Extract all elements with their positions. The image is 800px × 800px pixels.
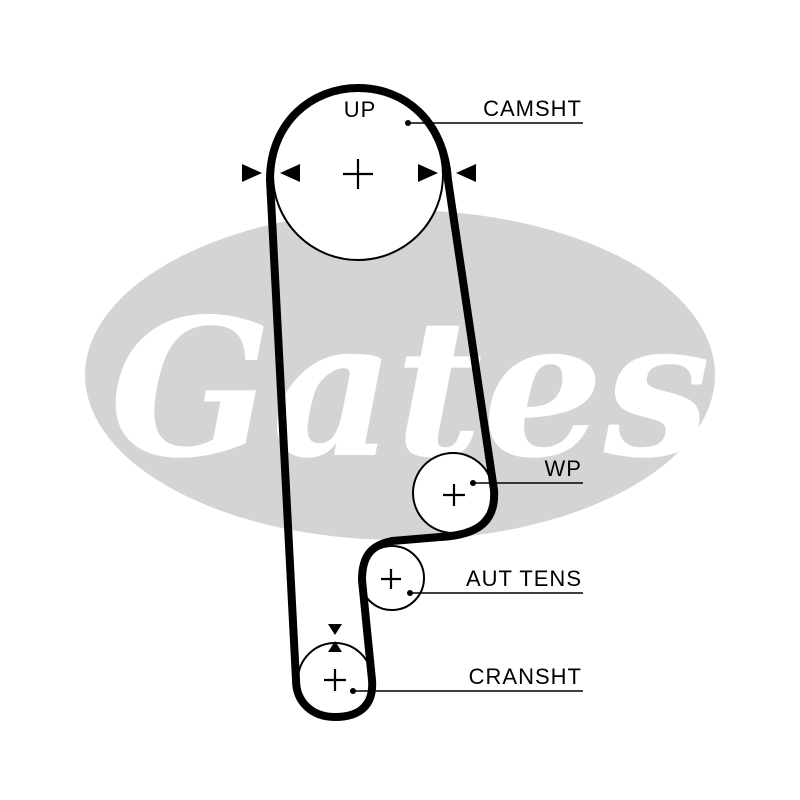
camshaft-center-mark bbox=[343, 159, 373, 189]
camshaft-timing-arrow-inner-left bbox=[280, 164, 300, 182]
camshaft-timing-arrow-inner-right bbox=[418, 164, 438, 182]
crankshaft-timing-arrow-up bbox=[328, 641, 342, 652]
camshaft-leader bbox=[405, 120, 583, 126]
crankshaft-leader bbox=[350, 688, 583, 694]
camshaft-label: CAMSHT bbox=[483, 96, 582, 121]
water-pump-label: WP bbox=[545, 456, 582, 481]
crankshaft-label: CRANSHT bbox=[469, 664, 582, 689]
auto-tensioner-leader bbox=[407, 590, 583, 596]
watermark-ellipse bbox=[85, 210, 715, 540]
camshaft-timing-arrow-outer-right bbox=[456, 164, 476, 182]
auto-tensioner-label: AUT TENS bbox=[466, 566, 582, 591]
camshaft-timing-arrow-outer-left bbox=[242, 164, 262, 182]
watermark-brand-text: Gates bbox=[110, 277, 711, 500]
up-label: UP bbox=[344, 97, 377, 122]
gates-watermark: Gates bbox=[85, 210, 715, 540]
timing-belt bbox=[266, 84, 499, 721]
water-pump-leader bbox=[470, 480, 583, 486]
auto-tensioner-center-mark bbox=[381, 569, 401, 589]
water-pump-center-mark bbox=[443, 484, 465, 506]
crankshaft-timing-arrow-down bbox=[328, 624, 342, 635]
crankshaft-center-mark bbox=[324, 669, 346, 691]
